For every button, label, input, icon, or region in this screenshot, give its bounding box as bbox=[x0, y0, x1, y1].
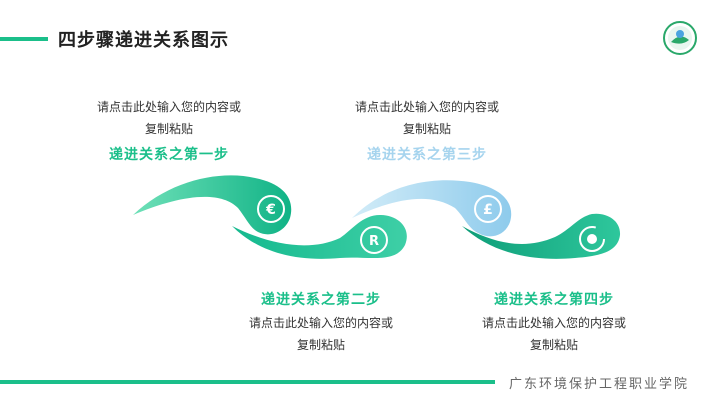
step-1-title: 递进关系之第一步 bbox=[109, 147, 229, 163]
step-1-description: 请点击此处输入您的内容或 复制粘贴 bbox=[69, 96, 269, 140]
step-4-desc-line1: 请点击此处输入您的内容或 bbox=[481, 316, 626, 330]
target-icon bbox=[579, 226, 605, 252]
footer-accent-line bbox=[0, 380, 495, 384]
step-4-description: 请点击此处输入您的内容或 复制粘贴 bbox=[454, 312, 654, 356]
title-accent-bar bbox=[0, 37, 48, 41]
step-2-title: 递进关系之第二步 bbox=[261, 292, 381, 308]
svg-text:€: € bbox=[265, 202, 276, 218]
pound-icon: £ bbox=[474, 195, 502, 223]
registered-icon: R bbox=[360, 226, 388, 254]
step-3-title: 递进关系之第三步 bbox=[367, 147, 487, 163]
footer-school-name: 广东环境保护工程职业学院 bbox=[509, 377, 690, 392]
step-3-desc-line2: 复制粘贴 bbox=[402, 122, 451, 136]
step-1-desc-line1: 请点击此处输入您的内容或 bbox=[96, 100, 241, 114]
step-4-desc-line2: 复制粘贴 bbox=[529, 338, 578, 352]
euro-icon: € bbox=[257, 195, 285, 223]
wave-step-1 bbox=[133, 175, 292, 235]
wave-step-3 bbox=[352, 180, 512, 237]
step-2-desc-line1: 请点击此处输入您的内容或 bbox=[248, 316, 393, 330]
step-4-title: 递进关系之第四步 bbox=[494, 292, 614, 308]
svg-text:£: £ bbox=[483, 202, 493, 218]
svg-text:R: R bbox=[369, 234, 379, 249]
step-3-desc-line1: 请点击此处输入您的内容或 bbox=[354, 100, 499, 114]
step-1-desc-line2: 复制粘贴 bbox=[144, 122, 193, 136]
wave-step-4 bbox=[462, 213, 621, 259]
school-logo-icon bbox=[663, 21, 697, 55]
step-3-description: 请点击此处输入您的内容或 复制粘贴 bbox=[327, 96, 527, 140]
step-2-desc-line2: 复制粘贴 bbox=[296, 338, 345, 352]
step-2-description: 请点击此处输入您的内容或 复制粘贴 bbox=[221, 312, 421, 356]
page-title: 四步骤递进关系图示 bbox=[58, 30, 229, 51]
